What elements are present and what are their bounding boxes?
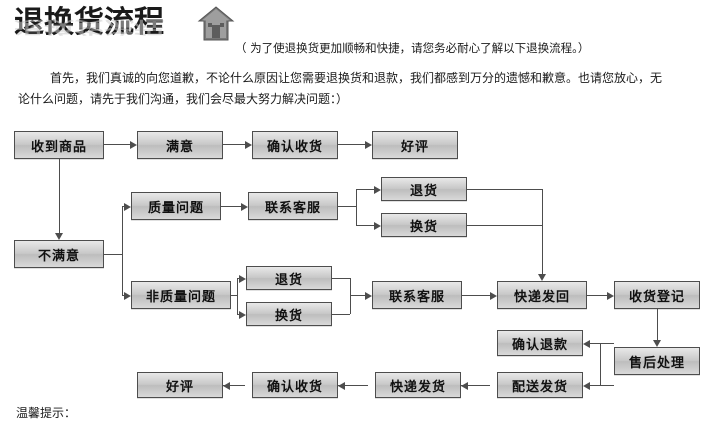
edge-merge-to-service2 — [350, 295, 365, 296]
edge-unsatisfied-stem — [104, 254, 122, 255]
node-confirm-receipt-top[interactable]: 确认收货 — [252, 131, 338, 159]
node-unsatisfied[interactable]: 不满意 — [14, 240, 104, 268]
arrowhead-service1-to-return — [374, 186, 381, 194]
arrowhead-unsatisfied-to-quality — [124, 203, 131, 211]
edge-exchange2-merge — [332, 314, 350, 315]
edge-service1-to-exchange — [356, 225, 374, 226]
edge-dispatch-to-courier-ship — [461, 385, 490, 386]
edge-service1-stem — [338, 206, 356, 207]
node-contact-service-1[interactable]: 联系客服 — [248, 192, 338, 220]
edge-quality-to-service — [221, 206, 241, 207]
arrowhead-upper-merge-down — [538, 274, 546, 281]
arrowhead-received-to-unsatisfied — [55, 233, 63, 240]
arrowhead-service1-to-exchange — [374, 222, 381, 230]
page-subtitle: （ 为了使退换货更加顺畅和快捷，请您务必耐心了解以下退换流程。） — [235, 41, 590, 55]
edge-service1-split — [356, 189, 357, 225]
intro-line-2: 论什么问题，请先于我们沟通，我们会尽最大努力解决问题：） — [18, 92, 349, 106]
arrowhead-nonquality-to-return — [239, 275, 246, 283]
edge-exchange1-to-courier — [467, 225, 542, 226]
arrowhead-confirm-to-review-bottom — [223, 382, 230, 390]
edge-upper-merge-down — [542, 189, 543, 274]
node-confirm-receipt-bottom[interactable]: 确认收货 — [252, 372, 338, 398]
edge-unsatisfied-split — [122, 206, 123, 295]
edge-registration-to-aftersales — [657, 309, 658, 340]
edge-unsatisfied-to-quality — [122, 206, 124, 207]
edge-lower-merge-vertical — [350, 278, 351, 314]
node-exchange-2[interactable]: 换货 — [246, 302, 332, 326]
arrowhead-service2-to-courier — [490, 292, 497, 300]
arrowhead-nonquality-to-exchange — [239, 311, 246, 319]
node-satisfied[interactable]: 满意 — [137, 131, 223, 159]
edge-unsatisfied-to-nonquality — [122, 295, 124, 296]
edge-service1-to-return — [356, 189, 374, 190]
arrowhead-aftersales-to-refund — [583, 340, 590, 348]
edge-service2-to-courier — [462, 295, 490, 296]
edge-satisfied-to-confirm — [223, 144, 245, 145]
node-return-1[interactable]: 退货 — [381, 177, 467, 201]
edge-aftersales-to-refund — [590, 343, 600, 344]
node-good-review-top[interactable]: 好评 — [372, 131, 458, 159]
arrowhead-courier-to-registration — [607, 292, 614, 300]
page-title: 退换货流程 — [14, 5, 164, 40]
node-receipt-registration[interactable]: 收货登记 — [614, 281, 700, 309]
edge-aftersales-to-dispatch — [590, 385, 614, 386]
edge-courier-to-registration — [587, 295, 607, 296]
edge-return1-to-courier — [467, 189, 542, 190]
footer-tip: 温馨提示： — [16, 406, 77, 420]
arrowhead-dispatch-to-courier-ship — [461, 382, 468, 390]
edge-courier-ship-to-confirm — [338, 385, 368, 386]
node-non-quality-issue[interactable]: 非质量问题 — [131, 281, 231, 309]
arrowhead-unsatisfied-to-nonquality — [124, 292, 131, 300]
node-courier-return[interactable]: 快递发回 — [497, 281, 587, 309]
arrowhead-confirm-to-review — [365, 141, 372, 149]
edge-nonquality-split — [237, 278, 238, 314]
node-after-sales[interactable]: 售后处理 — [614, 347, 700, 375]
node-confirm-refund[interactable]: 确认退款 — [497, 330, 583, 356]
edge-return2-merge — [332, 278, 350, 279]
edge-confirm-to-review-bottom — [223, 385, 245, 386]
house-icon — [197, 6, 235, 41]
edge-aftersales-split — [600, 343, 601, 385]
arrowhead-received-to-satisfied — [130, 141, 137, 149]
arrowhead-courier-ship-to-confirm — [338, 382, 345, 390]
node-dispatch-shipment[interactable]: 配送发货 — [497, 372, 583, 398]
node-exchange-1[interactable]: 换货 — [381, 213, 467, 237]
arrowhead-satisfied-to-confirm — [245, 141, 252, 149]
edge-nonquality-stem — [231, 295, 237, 296]
page-title-block: 退换货流程 退换货流程 — [14, 6, 244, 52]
arrowhead-quality-to-service — [241, 203, 248, 211]
arrowhead-registration-to-aftersales — [653, 340, 661, 347]
edge-nonquality-to-return — [237, 278, 239, 279]
node-courier-shipment[interactable]: 快递发货 — [375, 372, 461, 398]
arrowhead-aftersales-to-dispatch — [583, 382, 590, 390]
node-good-review-bottom[interactable]: 好评 — [137, 372, 223, 398]
edge-nonquality-to-exchange — [237, 314, 239, 315]
edge-confirm-to-review — [338, 144, 365, 145]
edge-received-to-satisfied — [104, 144, 130, 145]
node-quality-issue[interactable]: 质量问题 — [131, 192, 221, 220]
node-contact-service-2[interactable]: 联系客服 — [372, 281, 462, 309]
intro-paragraph: 首先，我们真诚的向您道歉，不论什么原因让您需要退换货和退款，我们都感到万分的遗憾… — [18, 68, 696, 110]
intro-line-1: 首先，我们真诚的向您道歉，不论什么原因让您需要退换货和退款，我们都感到万分的遗憾… — [50, 71, 663, 85]
node-return-2[interactable]: 退货 — [246, 266, 332, 290]
edge-received-to-unsatisfied — [59, 159, 60, 233]
edge-aftersales-stem-up — [600, 343, 614, 344]
node-received-goods[interactable]: 收到商品 — [14, 131, 104, 159]
arrowhead-merge-to-service2 — [365, 292, 372, 300]
